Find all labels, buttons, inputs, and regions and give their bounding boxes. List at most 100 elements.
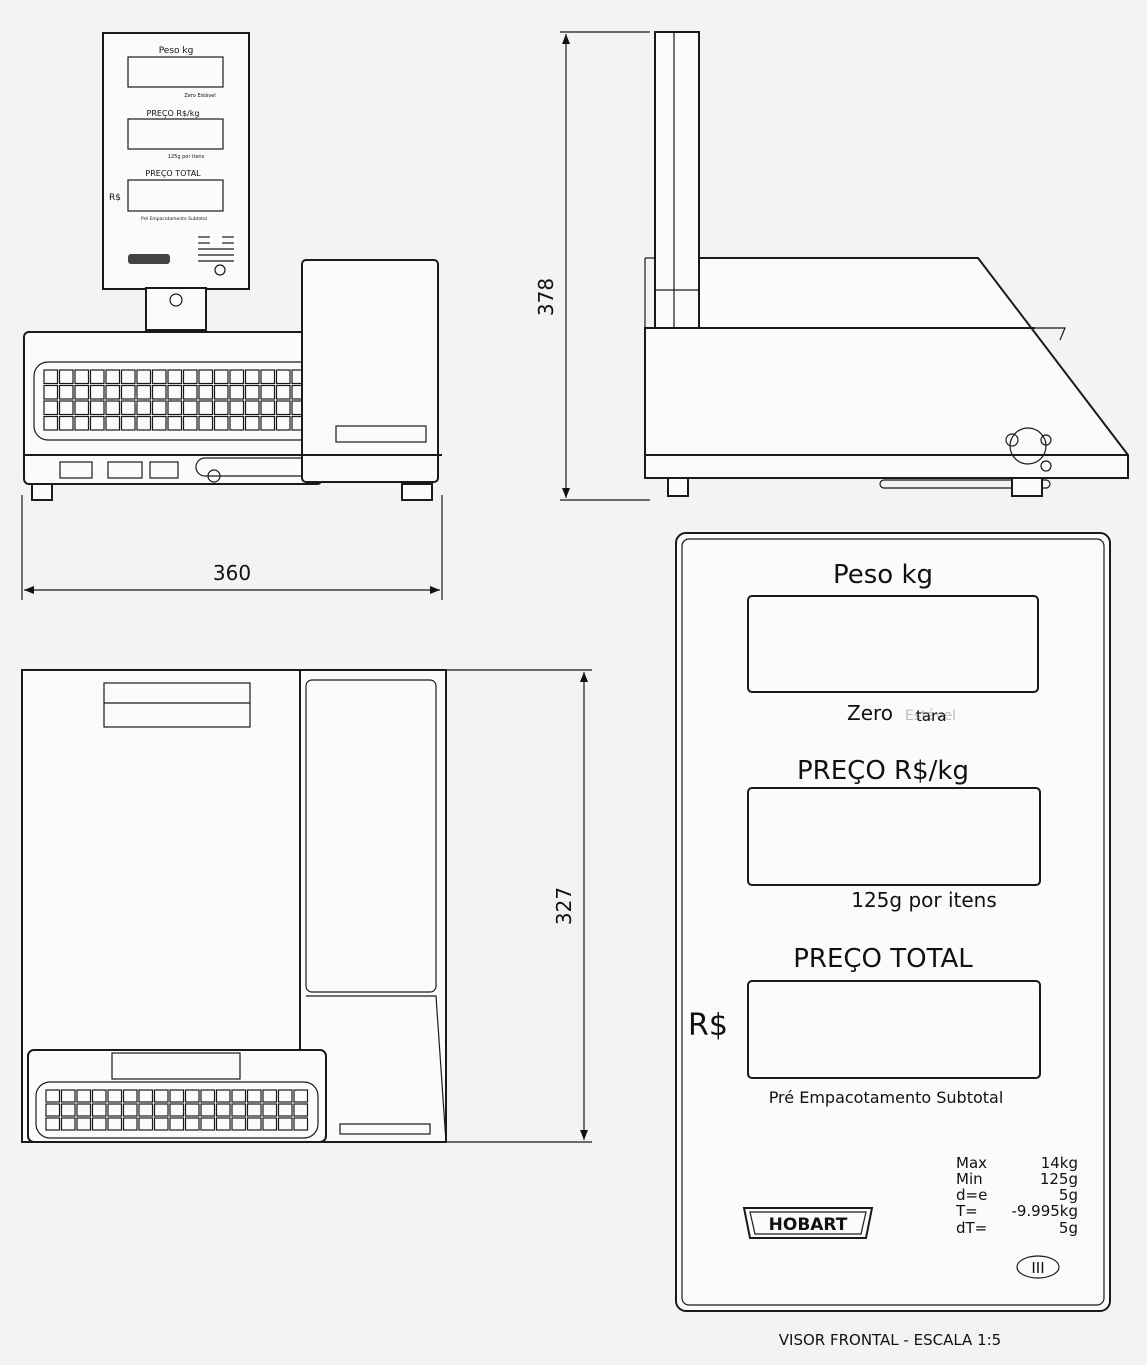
keypad-key xyxy=(260,369,276,385)
keypad-key xyxy=(262,1103,278,1117)
keypad-key xyxy=(182,369,198,385)
keypad-key xyxy=(246,1103,262,1117)
spec-label: Max xyxy=(956,1154,987,1172)
spec-value: 14kg xyxy=(1041,1154,1078,1172)
keypad-key xyxy=(229,384,245,400)
keypad-key xyxy=(105,400,121,416)
keypad-key xyxy=(277,1117,293,1131)
keypad-key xyxy=(91,1103,107,1117)
total-title: PREÇO TOTAL xyxy=(793,944,973,974)
keypad-key xyxy=(184,1103,200,1117)
keypad-key xyxy=(74,415,90,431)
front-display-view: Peso kg Zero Estável tara PREÇO R$/kg 12… xyxy=(675,532,1111,1349)
keypad-key xyxy=(260,400,276,416)
small-weight-sub: Zero Estável xyxy=(184,92,215,99)
keypad-key xyxy=(43,415,59,431)
spec-value: 5g xyxy=(1059,1186,1078,1204)
keypad-key xyxy=(167,384,183,400)
small-price-sub: 125g por itens xyxy=(168,154,205,160)
spec-block: Max 14kg Min 125g d=e 5g T= -9.995kg dT=… xyxy=(955,1154,1078,1237)
printer-slot xyxy=(335,425,427,443)
price-title: PREÇO R$/kg xyxy=(797,756,969,786)
small-total-window xyxy=(127,179,224,212)
keypad-key xyxy=(246,1089,262,1103)
keypad-key xyxy=(167,400,183,416)
keypad-key xyxy=(229,369,245,385)
keypad-key xyxy=(138,1089,154,1103)
keypad-key xyxy=(153,1117,169,1131)
keypad-key xyxy=(182,415,198,431)
foot-right xyxy=(401,483,433,501)
top-display-block xyxy=(103,682,251,728)
top-view: 327 xyxy=(21,669,592,1143)
keypad-key xyxy=(120,369,136,385)
keypad-key xyxy=(105,415,121,431)
spec-value: -9.995kg xyxy=(1011,1202,1078,1220)
keypad-key xyxy=(120,400,136,416)
keypad-key xyxy=(213,384,229,400)
small-weight-title: Peso kg xyxy=(159,46,194,56)
side-view: 378 xyxy=(534,31,1129,501)
keypad-key xyxy=(184,1089,200,1103)
currency-label: R$ xyxy=(688,1008,728,1043)
keypad-key xyxy=(244,415,260,431)
keypad-key xyxy=(120,384,136,400)
spec-label: T= xyxy=(955,1202,978,1220)
keypad-key xyxy=(231,1103,247,1117)
keypad-key xyxy=(122,1103,138,1117)
small-weight-window xyxy=(127,56,224,88)
spec-value: 125g xyxy=(1040,1170,1078,1188)
keypad-key xyxy=(89,415,105,431)
keypad-key xyxy=(246,1117,262,1131)
keypad-key xyxy=(107,1103,123,1117)
keypad-key xyxy=(138,1117,154,1131)
keypad-key xyxy=(45,1117,61,1131)
top-keypad xyxy=(45,1089,309,1131)
keypad-key xyxy=(182,384,198,400)
keypad-key xyxy=(43,384,59,400)
small-spec-marks xyxy=(198,236,234,276)
keypad-key xyxy=(215,1103,231,1117)
keypad-key xyxy=(76,1089,92,1103)
keypad-key xyxy=(213,415,229,431)
keypad-key xyxy=(244,369,260,385)
front-display-outer xyxy=(675,532,1111,1312)
small-price-title: PREÇO R$/kg xyxy=(147,109,200,118)
keypad-key xyxy=(275,384,291,400)
keypad-key xyxy=(76,1103,92,1117)
keypad-key xyxy=(138,1103,154,1117)
keypad-key xyxy=(293,1089,309,1103)
keypad-key xyxy=(262,1117,278,1131)
keypad-key xyxy=(182,400,198,416)
width-dimension-label: 360 xyxy=(213,561,251,585)
keypad-key xyxy=(58,415,74,431)
keypad-key xyxy=(198,384,214,400)
keypad-key xyxy=(122,1089,138,1103)
brand-badge: HOBART xyxy=(742,1207,874,1239)
view-caption: VISOR FRONTAL - ESCALA 1:5 xyxy=(779,1331,1001,1349)
height-dimension-label: 378 xyxy=(534,278,558,316)
front-display-inner xyxy=(681,538,1105,1306)
keypad-key xyxy=(229,400,245,416)
keypad-key xyxy=(215,1117,231,1131)
keypad-key xyxy=(43,369,59,385)
keypad-key xyxy=(105,369,121,385)
keypad-key xyxy=(60,1117,76,1131)
keypad-key xyxy=(45,1103,61,1117)
keypad-key xyxy=(275,400,291,416)
keypad-key xyxy=(151,400,167,416)
keypad-key xyxy=(122,1117,138,1131)
top-plate xyxy=(111,1052,241,1080)
keypad-key xyxy=(58,400,74,416)
price-window xyxy=(747,787,1041,886)
keypad-key xyxy=(151,369,167,385)
keypad-key xyxy=(136,369,152,385)
accuracy-class-mark xyxy=(1016,1255,1060,1279)
total-window xyxy=(747,980,1041,1079)
keypad-key xyxy=(260,384,276,400)
keypad-key xyxy=(167,415,183,431)
spec-label: dT= xyxy=(956,1219,987,1237)
keypad-key xyxy=(293,1103,309,1117)
